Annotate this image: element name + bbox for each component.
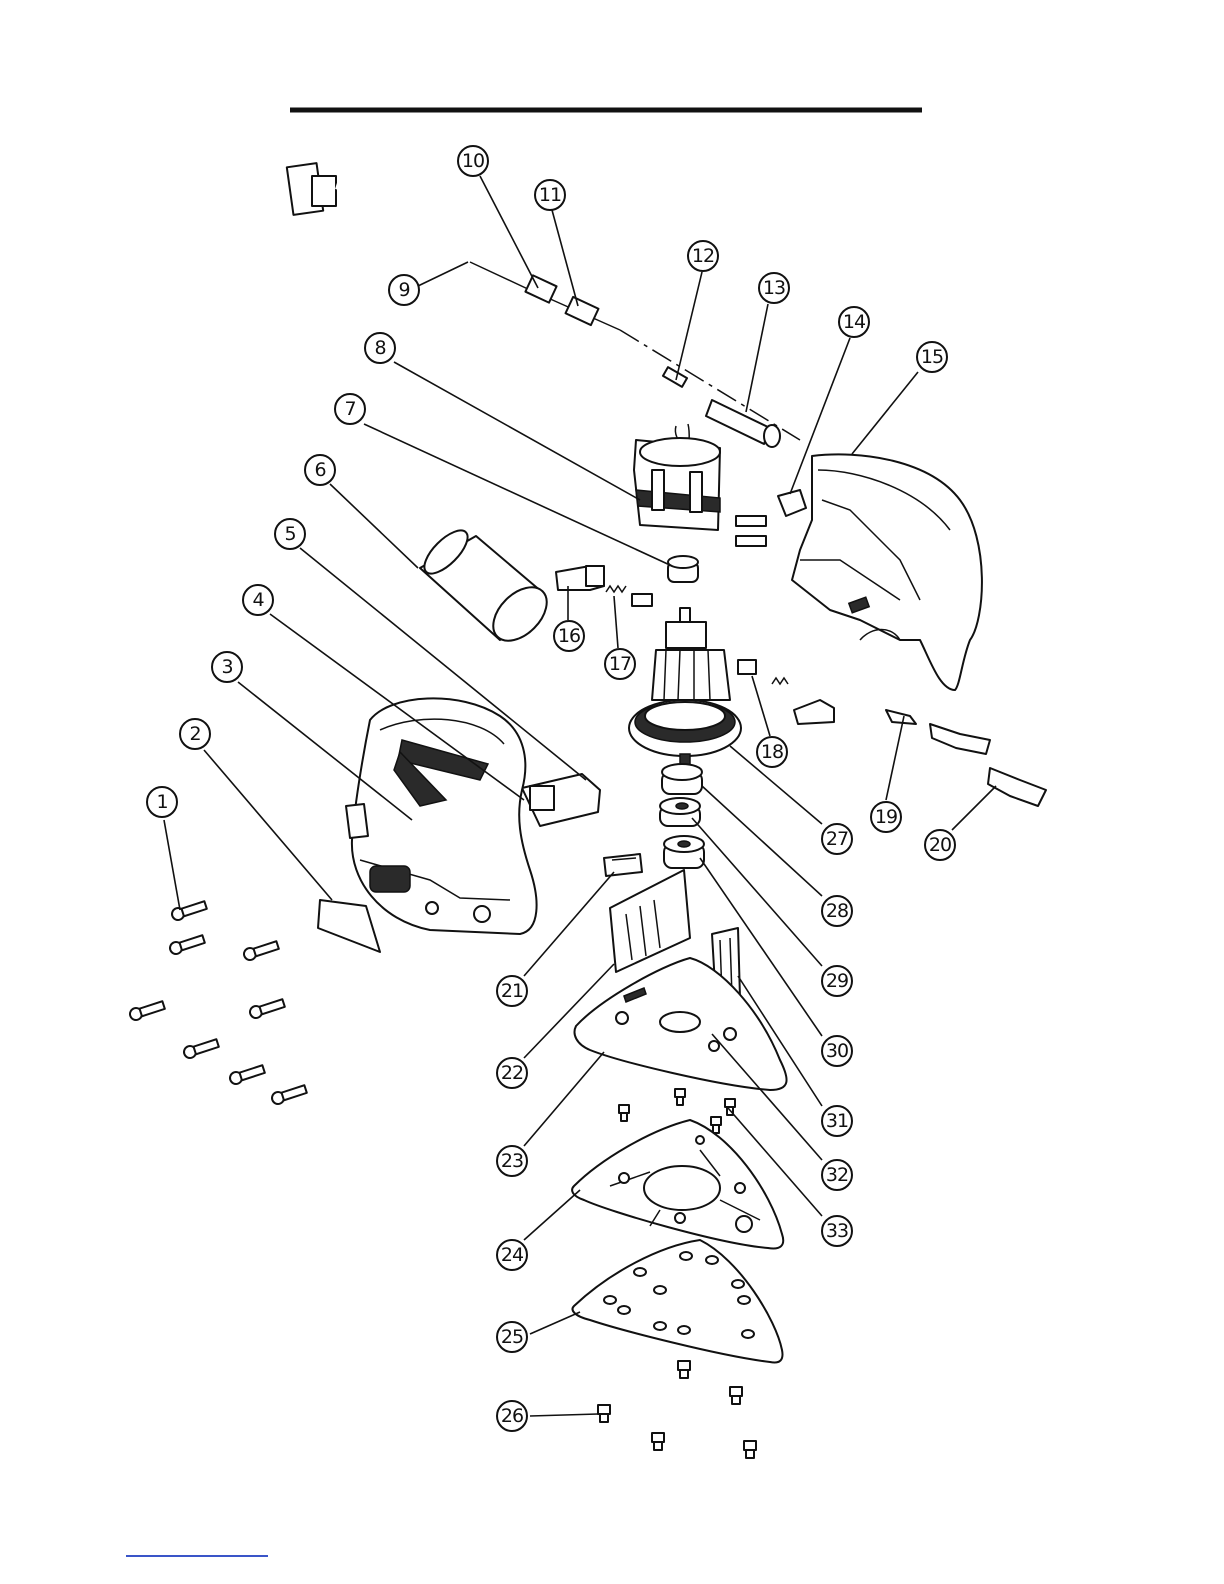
callout-33: 33	[822, 1216, 852, 1246]
carbon-brush-18	[738, 660, 834, 724]
front-pad-2	[318, 900, 380, 952]
callout-17: 17	[605, 649, 635, 679]
callout-12-label: 12	[692, 245, 714, 267]
bracket-14	[778, 490, 806, 516]
callout-29-label: 29	[826, 970, 848, 992]
strain-relief-13	[706, 400, 780, 447]
callout-31: 31	[822, 1106, 852, 1136]
callout-11-label: 11	[539, 184, 561, 206]
callout-30: 30	[822, 1036, 852, 1066]
callout-4: 4	[243, 585, 273, 615]
callout-26-label: 26	[501, 1405, 523, 1427]
callout-17-label: 17	[609, 653, 631, 675]
callout-9-label: 9	[398, 279, 409, 301]
callout-16: 16	[554, 621, 584, 651]
cable-sleeve-10	[525, 275, 556, 302]
callout-10-label: 10	[462, 150, 484, 172]
callout-13-label: 13	[763, 277, 785, 299]
callout-18-label: 18	[761, 741, 783, 763]
callout-5: 5	[275, 519, 305, 549]
sanding-sheet-25	[573, 1240, 783, 1363]
base-plate-23	[575, 958, 787, 1090]
callout-19-label: 19	[875, 806, 897, 828]
housing-half-15	[792, 454, 982, 690]
callout-23: 23	[497, 1146, 527, 1176]
housing-screws-1	[128, 899, 307, 1105]
callout-2-label: 2	[189, 723, 200, 745]
callout-1-label: 1	[156, 791, 167, 813]
callout-33-label: 33	[826, 1220, 848, 1242]
callout-8-label: 8	[374, 337, 385, 359]
callout-5-label: 5	[284, 523, 295, 545]
callout-27: 27	[822, 824, 852, 854]
armature-27	[629, 608, 741, 768]
callout-28: 28	[822, 896, 852, 926]
callout-1: 1	[147, 787, 177, 817]
callout-13: 13	[759, 273, 789, 303]
callout-6: 6	[305, 455, 335, 485]
callout-10: 10	[458, 146, 488, 176]
callout-11: 11	[535, 180, 565, 210]
callout-7: 7	[335, 394, 365, 424]
callout-20-label: 20	[929, 834, 951, 856]
callout-29: 29	[822, 966, 852, 996]
callout-24: 24	[497, 1240, 527, 1270]
callout-21: 21	[497, 976, 527, 1006]
callout-32-label: 32	[826, 1164, 848, 1186]
callout-21-label: 21	[501, 980, 523, 1002]
terminal-19	[886, 710, 916, 724]
callout-27-label: 27	[826, 828, 848, 850]
callout-6-label: 6	[314, 459, 325, 481]
callout-12: 12	[688, 241, 718, 271]
callout-25: 25	[497, 1322, 527, 1352]
callout-23-label: 23	[501, 1150, 523, 1172]
callout-24-label: 24	[501, 1244, 524, 1266]
dust-port-5	[522, 774, 600, 826]
main-housing-3	[346, 698, 537, 934]
callout-3: 3	[212, 652, 242, 682]
callout-7-label: 7	[344, 398, 355, 420]
callout-3-label: 3	[221, 656, 232, 678]
callout-8: 8	[365, 333, 395, 363]
callout-31-label: 31	[826, 1110, 848, 1132]
connector-12	[663, 367, 687, 387]
callout-14: 14	[839, 307, 869, 337]
callout-16-label: 16	[558, 625, 580, 647]
bearing-7	[668, 556, 698, 582]
bearing-30	[664, 836, 704, 868]
spring-clip-21	[604, 854, 642, 876]
callout-26: 26	[497, 1401, 527, 1431]
cable-sleeve-11	[566, 297, 599, 325]
callout-20: 20	[925, 830, 955, 860]
callout-18: 18	[757, 737, 787, 767]
callout-19: 19	[871, 802, 901, 832]
callout-15-label: 15	[921, 346, 943, 368]
callout-28-label: 28	[826, 900, 848, 922]
callout-4-label: 4	[252, 589, 264, 611]
sanding-pad-24	[572, 1120, 783, 1248]
footer-link-underline[interactable]	[126, 1555, 268, 1557]
callout-22: 22	[497, 1058, 527, 1088]
pad-screws-26	[598, 1361, 756, 1458]
dust-bag-6	[418, 524, 557, 651]
callout-9: 9	[389, 275, 419, 305]
brush-holder-16	[556, 566, 604, 590]
rubber-support-22	[610, 870, 690, 972]
callout-32: 32	[822, 1160, 852, 1190]
brush-spring-17	[606, 586, 652, 606]
callout-14-label: 14	[843, 311, 866, 333]
callout-25-label: 25	[501, 1326, 523, 1348]
eccentric-29	[660, 798, 700, 826]
field-stator-8	[634, 424, 720, 530]
bearing-28	[662, 764, 702, 794]
callout-22-label: 22	[501, 1062, 523, 1084]
screw-pair-14	[736, 516, 766, 546]
callout-30-label: 30	[826, 1040, 848, 1062]
callout-2: 2	[180, 719, 210, 749]
callout-15: 15	[917, 342, 947, 372]
